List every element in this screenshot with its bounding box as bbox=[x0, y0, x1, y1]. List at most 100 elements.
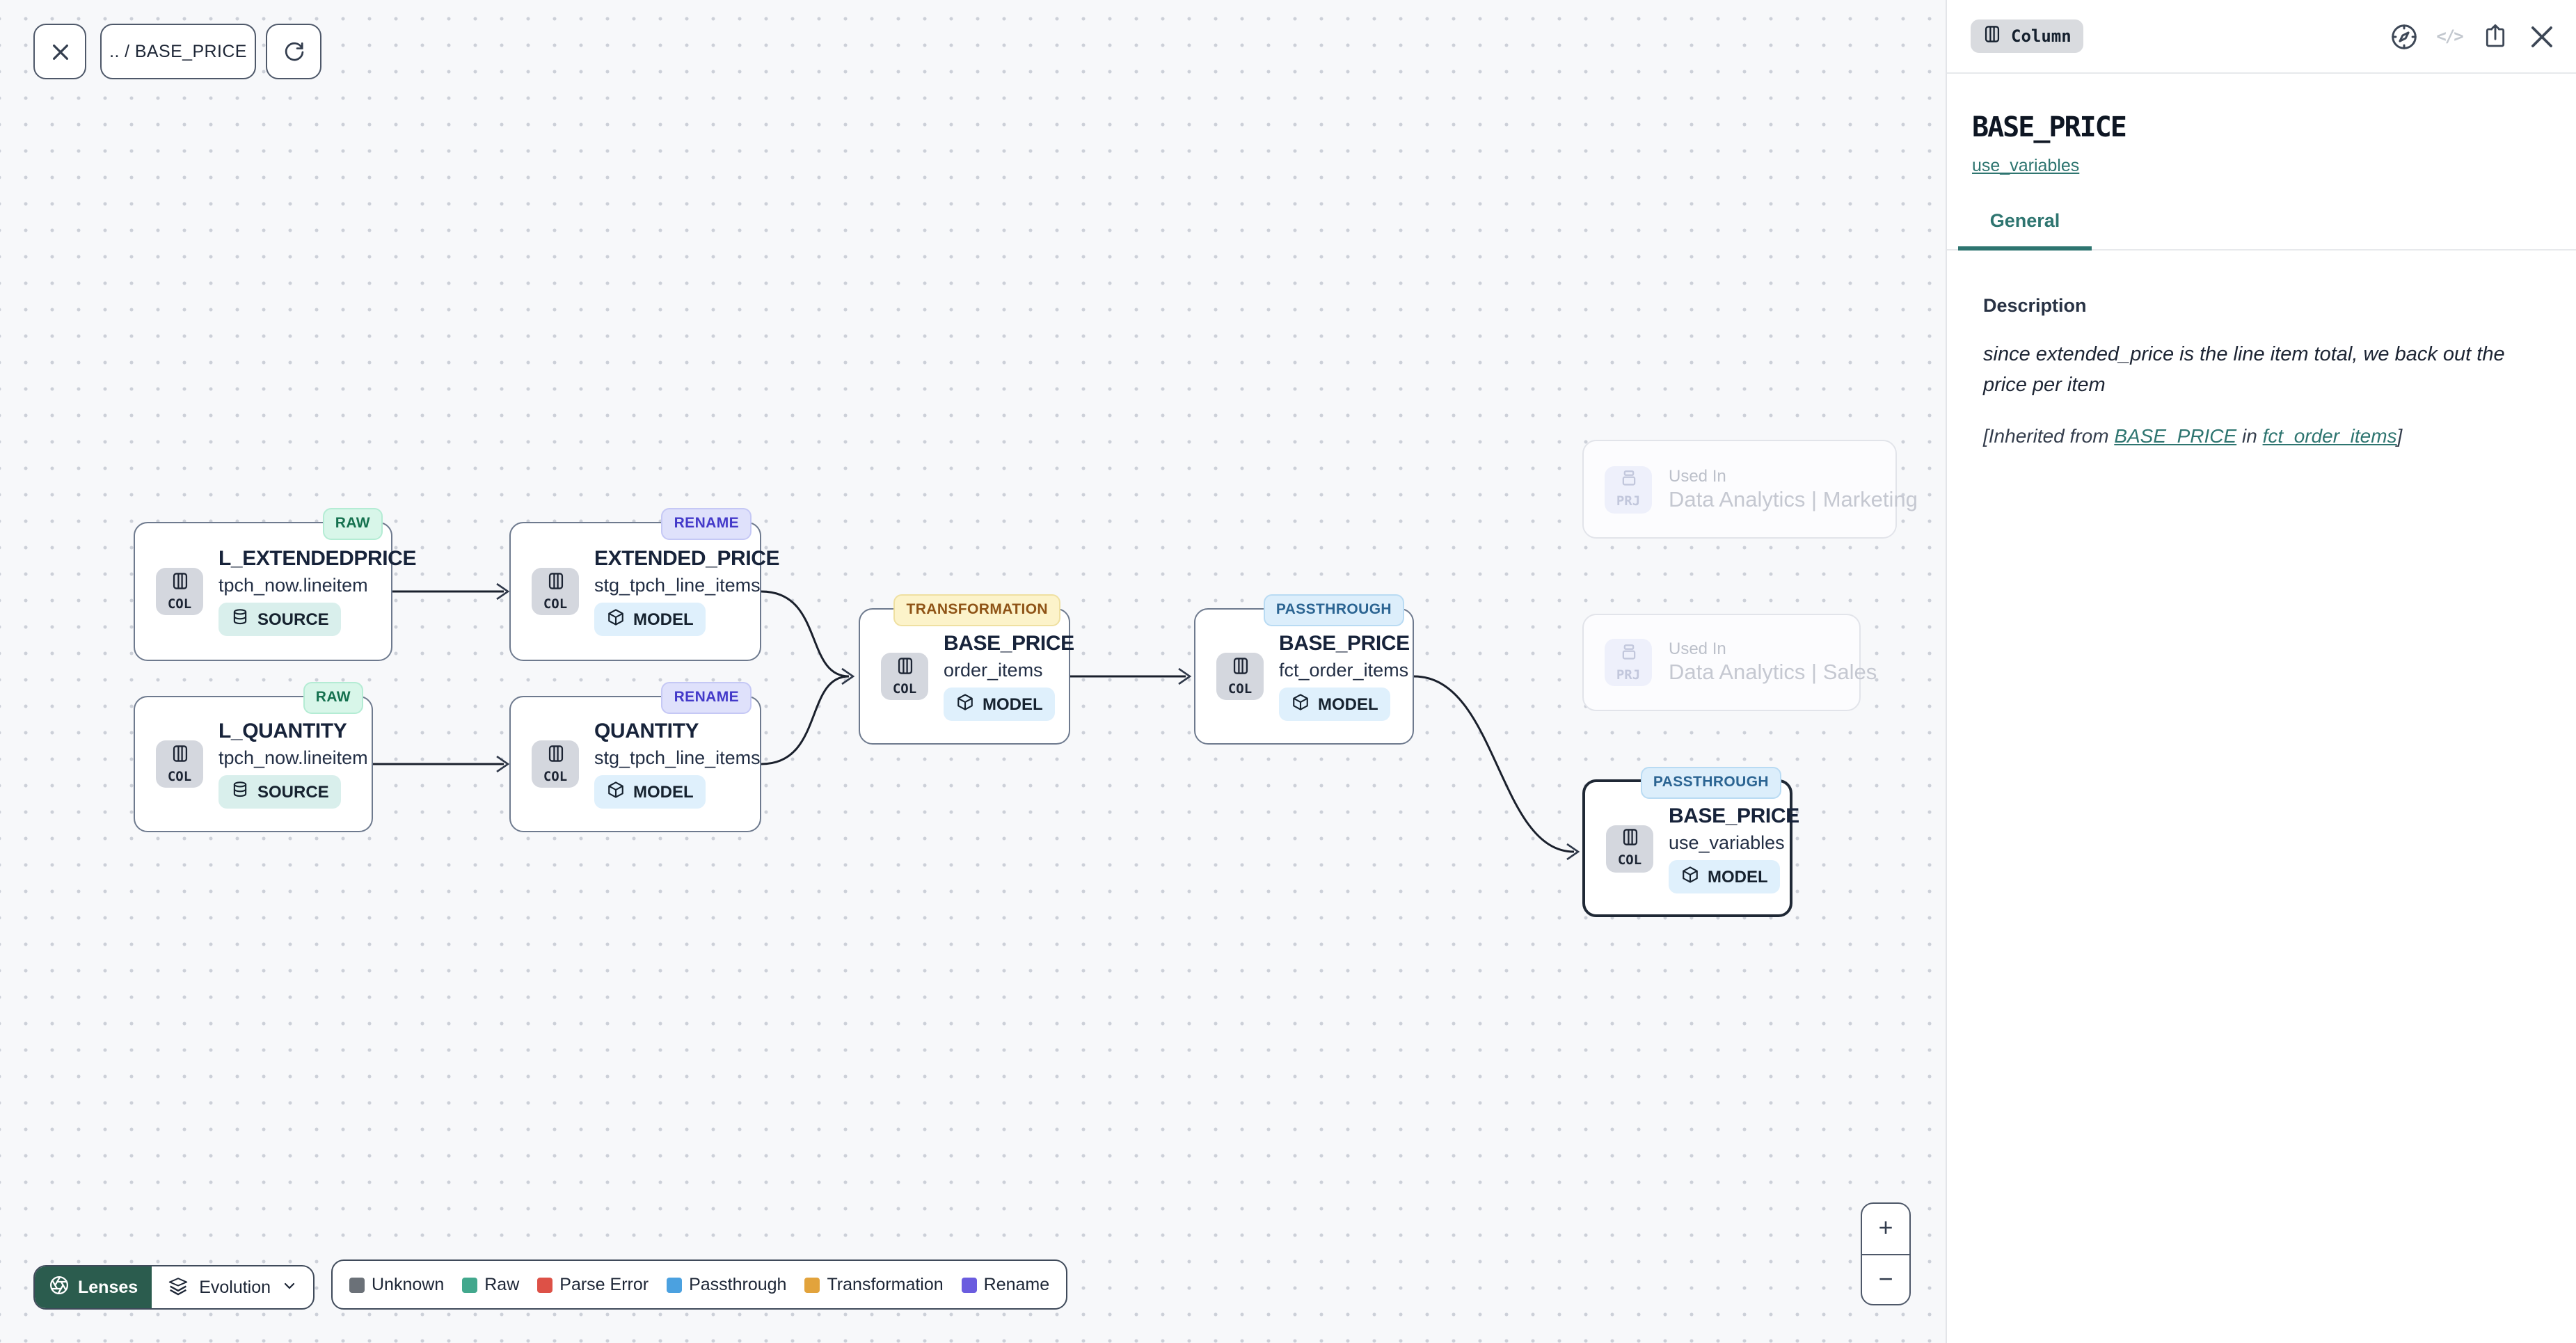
panel-title: BASE_PRICE bbox=[1972, 110, 2127, 143]
code-button[interactable]: </> bbox=[2434, 21, 2465, 51]
node-title: L_QUANTITY bbox=[218, 720, 347, 743]
columns-icon bbox=[896, 657, 914, 682]
legend-item-parse-error: Parse Error bbox=[537, 1275, 649, 1294]
inherited-model-link[interactable]: fct_order_items bbox=[2262, 424, 2397, 446]
zoom-in-button[interactable]: + bbox=[1862, 1204, 1909, 1255]
used-in-label: Used In bbox=[1669, 639, 1726, 658]
close-icon bbox=[49, 41, 70, 62]
node-l-extendedprice[interactable]: RAW COL L_EXTENDEDPRICE tpch_now.lineite… bbox=[134, 508, 416, 661]
ghost-node-used-in-sales[interactable]: PRJ Used In Data Analytics | Sales bbox=[1582, 614, 1877, 711]
model-link[interactable]: use_variables bbox=[1972, 156, 2080, 175]
kind-badge: SOURCE bbox=[218, 775, 342, 809]
columns-icon bbox=[546, 745, 564, 770]
lens-mode-dropdown[interactable]: Evolution bbox=[152, 1266, 312, 1308]
kind-badge: MODEL bbox=[1279, 688, 1391, 721]
inherited-note: [Inherited from BASE_PRICE in fct_order_… bbox=[1983, 424, 2403, 446]
close-lineage-button[interactable] bbox=[33, 24, 86, 79]
node-title: BASE_PRICE bbox=[944, 632, 1074, 655]
kind-badge: MODEL bbox=[594, 775, 706, 809]
kind-badge: MODEL bbox=[944, 688, 1056, 721]
legend-swatch bbox=[462, 1277, 478, 1292]
node-subtitle: use_variables bbox=[1669, 832, 1785, 852]
node-base-price-use-variables[interactable]: PASSTHROUGH COL BASE_PRICE use_variables… bbox=[1582, 767, 1799, 917]
cube-icon bbox=[607, 781, 625, 803]
entity-type-badge: Column bbox=[1971, 19, 2084, 53]
description-text: since extended_price is the line item to… bbox=[1983, 344, 2505, 397]
lens-type-badge: PASSTHROUGH bbox=[1640, 767, 1781, 799]
breadcrumb-label: .. / BASE_PRICE bbox=[109, 42, 247, 61]
refresh-icon bbox=[282, 40, 305, 63]
kind-badge: MODEL bbox=[1669, 859, 1781, 893]
node-base-price-fct-order-items[interactable]: PASSTHROUGH COL BASE_PRICE fct_order_ite… bbox=[1194, 594, 1414, 745]
database-icon bbox=[231, 781, 249, 803]
archive-icon bbox=[1619, 470, 1637, 495]
lens-legend: Unknown Raw Parse Error Passthrough Tran… bbox=[331, 1259, 1068, 1310]
legend-item-unknown: Unknown bbox=[349, 1275, 444, 1294]
columns-icon bbox=[1983, 25, 2001, 47]
breadcrumb[interactable]: .. / BASE_PRICE bbox=[100, 24, 256, 79]
columns-icon bbox=[170, 572, 189, 597]
legend-swatch bbox=[961, 1277, 977, 1292]
column-kind-box: COL bbox=[532, 740, 579, 788]
database-icon bbox=[231, 608, 249, 630]
node-l-quantity[interactable]: RAW COL L_QUANTITY tpch_now.lineitem SOU… bbox=[134, 682, 373, 832]
layers-icon bbox=[167, 1274, 189, 1301]
code-icon: </> bbox=[2436, 26, 2463, 46]
column-kind-box: COL bbox=[532, 568, 579, 615]
node-title: BASE_PRICE bbox=[1279, 632, 1410, 655]
node-title: EXTENDED_PRICE bbox=[594, 547, 780, 571]
column-kind-box: COL bbox=[1606, 825, 1653, 872]
zoom-controls: + − bbox=[1861, 1202, 1911, 1305]
project-kind-box: PRJ bbox=[1605, 639, 1652, 686]
cube-icon bbox=[607, 608, 625, 630]
lens-type-badge: PASSTHROUGH bbox=[1263, 594, 1404, 626]
node-title: BASE_PRICE bbox=[1669, 804, 1799, 827]
panel-header: Column </> bbox=[1947, 0, 2576, 74]
node-title: L_EXTENDEDPRICE bbox=[218, 547, 417, 571]
panel-actions: </> bbox=[2388, 21, 2557, 51]
project-kind-box: PRJ bbox=[1605, 466, 1652, 513]
cube-icon bbox=[1681, 865, 1699, 887]
legend-item-passthrough: Passthrough bbox=[667, 1275, 786, 1294]
node-subtitle: fct_order_items bbox=[1279, 660, 1409, 681]
details-panel: Column </> bbox=[1946, 0, 2576, 1343]
legend-swatch bbox=[804, 1277, 820, 1292]
used-in-label: Used In bbox=[1669, 466, 1726, 485]
panel-tabs: General bbox=[1947, 209, 2576, 251]
column-kind-box: COL bbox=[881, 653, 928, 700]
share-button[interactable] bbox=[2480, 21, 2511, 51]
node-subtitle: order_items bbox=[944, 660, 1043, 681]
description-section: Description since extended_price is the … bbox=[1947, 295, 2576, 446]
ghost-node-title: Data Analytics | Sales bbox=[1669, 661, 1877, 685]
lens-type-badge: RAW bbox=[322, 508, 383, 540]
legend-swatch bbox=[349, 1277, 365, 1292]
column-kind-box: COL bbox=[156, 740, 203, 788]
lineage-canvas[interactable]: .. / BASE_PRICE RAW COL L_EXTENDEDPRICE … bbox=[0, 0, 1946, 1343]
kind-badge: MODEL bbox=[594, 603, 706, 636]
description-label: Description bbox=[1983, 295, 2087, 316]
inherited-column-link[interactable]: BASE_PRICE bbox=[2114, 424, 2237, 446]
column-kind-box: COL bbox=[156, 568, 203, 615]
refresh-button[interactable] bbox=[266, 24, 321, 79]
tab-general[interactable]: General bbox=[1958, 210, 2092, 251]
legend-item-raw: Raw bbox=[462, 1275, 519, 1294]
lens-type-badge: RAW bbox=[303, 682, 363, 714]
node-quantity[interactable]: RENAME COL QUANTITY stg_tpch_line_items … bbox=[509, 682, 761, 832]
column-kind-box: COL bbox=[1216, 653, 1264, 700]
node-title: QUANTITY bbox=[594, 720, 699, 743]
node-extended-price[interactable]: RENAME COL EXTENDED_PRICE stg_tpch_line_… bbox=[509, 508, 780, 661]
legend-item-transformation: Transformation bbox=[804, 1275, 944, 1294]
node-subtitle: tpch_now.lineitem bbox=[218, 575, 368, 596]
zoom-out-button[interactable]: − bbox=[1878, 1264, 1893, 1293]
legend-swatch bbox=[537, 1277, 553, 1292]
node-base-price-order-items[interactable]: TRANSFORMATION COL BASE_PRICE order_item… bbox=[859, 594, 1074, 745]
ghost-node-used-in-marketing[interactable]: PRJ Used In Data Analytics | Marketing bbox=[1582, 440, 1918, 539]
compass-button[interactable] bbox=[2388, 21, 2419, 51]
node-subtitle: tpch_now.lineitem bbox=[218, 747, 368, 768]
node-subtitle: stg_tpch_line_items bbox=[594, 575, 761, 596]
lenses-button[interactable]: Lenses bbox=[35, 1266, 152, 1308]
close-panel-button[interactable] bbox=[2526, 21, 2557, 51]
lenses-control: Lenses Evolution bbox=[33, 1265, 315, 1310]
cube-icon bbox=[1291, 693, 1310, 715]
